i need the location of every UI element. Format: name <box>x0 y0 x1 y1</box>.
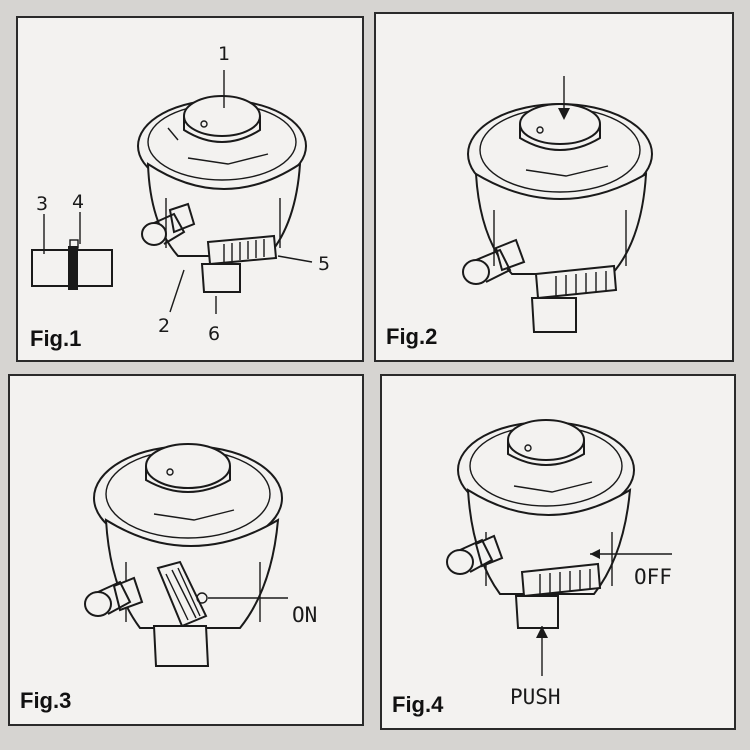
hose-nozzle <box>84 576 144 617</box>
regulator-drawing <box>462 76 653 333</box>
hose-nozzle <box>446 534 504 575</box>
push-label: PUSH <box>510 685 561 709</box>
regulator-body <box>146 162 302 257</box>
callout-6: 6 <box>208 323 220 345</box>
callout-3: 3 <box>36 193 48 215</box>
regulator-drawing: 1 2 3 4 5 6 <box>31 43 330 345</box>
on-label: ON <box>292 603 317 627</box>
off-label: OFF <box>634 565 672 589</box>
valve-lever <box>514 562 602 629</box>
figure-4-label: Fig.4 <box>392 692 444 717</box>
regulator-drawing: ON <box>84 443 317 667</box>
figure-2-panel: Fig.2 <box>374 12 734 362</box>
valve-lever <box>530 264 618 333</box>
regulator-cap <box>467 103 653 205</box>
figure-1-label: Fig.1 <box>30 326 82 351</box>
valve-lever <box>200 234 278 293</box>
hose-clamp-detail <box>31 212 113 290</box>
valve-lever-raised <box>152 560 210 667</box>
regulator-cap <box>93 443 283 551</box>
callout-2: 2 <box>158 315 170 337</box>
regulator-drawing: OFF PUSH <box>446 419 672 709</box>
regulator-cap <box>137 95 307 193</box>
figure-4-panel: OFF PUSH Fig.4 <box>380 374 736 730</box>
figure-3-panel: ON Fig.3 <box>8 374 364 726</box>
callout-1: 1 <box>218 43 230 65</box>
callout-5: 5 <box>318 253 330 275</box>
figure-2-label: Fig.2 <box>386 324 438 349</box>
hose-nozzle <box>141 202 196 246</box>
figure-3-label: Fig.3 <box>20 688 72 713</box>
figure-1-panel: 1 2 3 4 5 6 Fig.1 <box>16 16 364 362</box>
regulator-cap <box>457 419 635 519</box>
hose-nozzle <box>462 238 526 285</box>
callout-4: 4 <box>72 191 84 213</box>
